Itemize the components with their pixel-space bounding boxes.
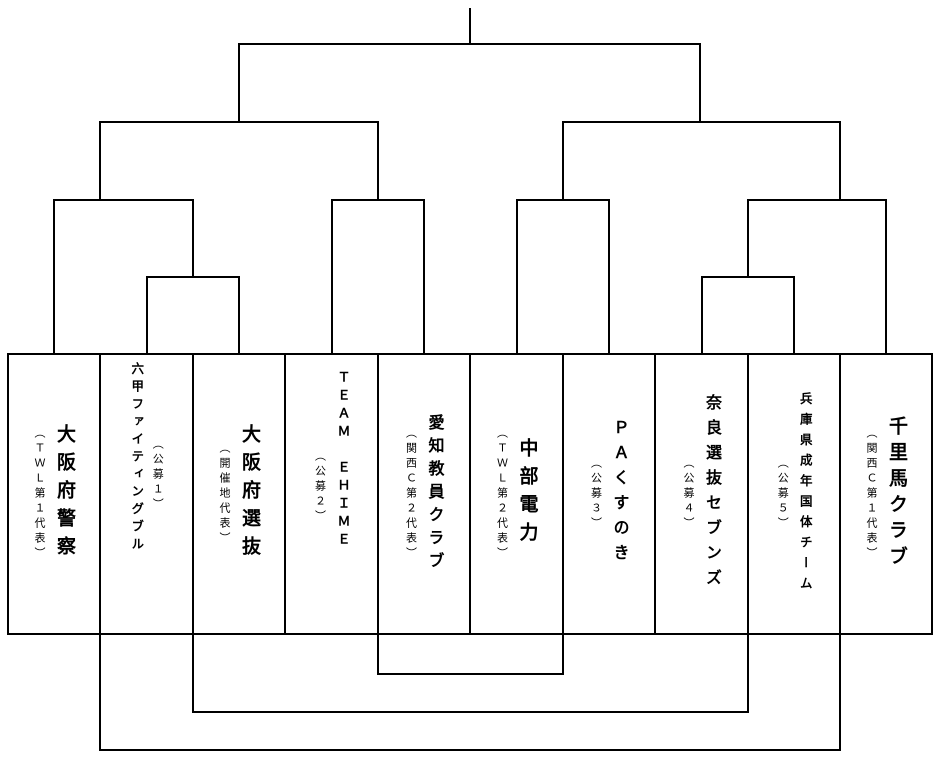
- team-rokko-fighting-bull: 六甲ファイティングブル （公募１）: [100, 354, 193, 634]
- team-name: 六甲ファイティングブル: [129, 362, 145, 555]
- team-qualification: （公募３）: [589, 456, 603, 532]
- team-qualification: （開催地代表）: [218, 441, 231, 547]
- semifinal-left-connector: [99, 121, 379, 200]
- lower-connector-middle: [192, 634, 749, 713]
- team-osaka-select: （開催地代表） 大阪府選抜: [193, 354, 285, 634]
- team-name: 大阪府選抜: [239, 424, 261, 564]
- team-name: 奈良選抜セブンズ: [703, 394, 722, 594]
- team-senrima-club: （関西Ｃ第１代表） 千里馬クラブ: [840, 354, 932, 634]
- first-round-2-connector: [701, 276, 795, 354]
- team-name: 兵庫県成年国体チーム: [797, 391, 813, 597]
- team-name: ＴＥＡＭ ＥＨＩＭＥ: [334, 370, 350, 550]
- team-qualification: （関西Ｃ第２代表）: [404, 426, 418, 562]
- quarterfinal-2-connector: [331, 199, 425, 354]
- team-name: 千里馬クラブ: [886, 416, 908, 572]
- team-qualification: （ＴＷＬ第２代表）: [495, 426, 509, 562]
- team-qualification: （公募２）: [313, 450, 327, 525]
- final-connector: [238, 43, 701, 122]
- team-osaka-police: （ＴＷＬ第１代表） 大阪府警察: [8, 354, 100, 634]
- team-nara-select-sevens: （公募４） 奈良選抜セブンズ: [655, 354, 748, 634]
- team-aichi-teachers-club: （関西Ｃ第２代表） 愛知教員クラブ: [378, 354, 470, 634]
- team-ehime: （公募２） ＴＥＡＭ ＥＨＩＭＥ: [285, 354, 378, 634]
- team-name: 愛知教員クラブ: [425, 413, 445, 575]
- lower-connector-inner: [377, 634, 564, 675]
- team-chubu-electric: （ＴＷＬ第２代表） 中部電力: [470, 354, 563, 634]
- lower-connector-outer: [99, 634, 841, 751]
- quarterfinal-4-connector: [747, 199, 887, 354]
- quarterfinal-1-connector: [53, 199, 194, 354]
- team-name: 大阪府警察: [54, 424, 76, 564]
- team-pa-kusunoki: （公募３） ＰＡくすのき: [563, 354, 655, 634]
- team-qualification: （関西Ｃ第１代表）: [865, 426, 878, 562]
- team-qualification: （公募４）: [682, 456, 695, 532]
- team-hyogo-kokutai: （公募５） 兵庫県成年国体チーム: [748, 354, 840, 634]
- first-round-1-connector: [146, 276, 240, 354]
- team-qualification: （公募１）: [151, 438, 165, 513]
- team-qualification: （ＴＷＬ第１代表）: [33, 426, 46, 562]
- team-name: ＰＡくすのき: [610, 419, 630, 569]
- quarterfinal-3-connector: [516, 199, 610, 354]
- team-qualification: （公募５）: [776, 456, 790, 532]
- semifinal-right-connector: [562, 121, 841, 200]
- team-name: 中部電力: [516, 438, 539, 550]
